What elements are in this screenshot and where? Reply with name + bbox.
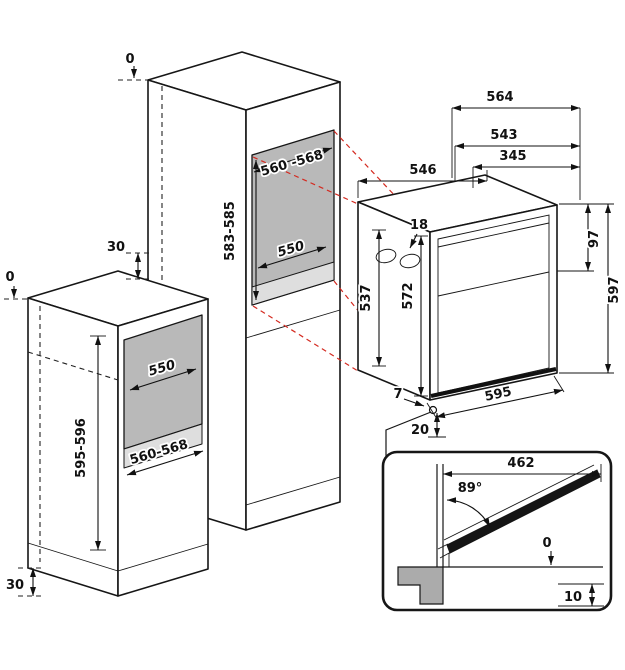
tall-niche-depth-arrow (257, 246, 327, 269)
dim-base-bottom-clearance: 30 (6, 578, 24, 593)
dim-detail-door-angle: 89° (458, 481, 483, 496)
dim-oven-front-gap: 7 (393, 387, 402, 402)
dim-base-niche-height: 595-596 (74, 418, 89, 478)
base-cabinet (27, 270, 209, 597)
base-cabinet-hidden-edge-floor (27, 351, 119, 381)
oven (357, 174, 558, 415)
dim-oven-width-top: 546 (409, 163, 436, 178)
base-cabinet-plinth-line (117, 543, 209, 572)
detail-hinge-line-1 (437, 543, 449, 550)
tall-cabinet-shelf-line (245, 309, 341, 339)
detail-open-door (446, 469, 601, 554)
dim-detail-opening-width: 462 (507, 456, 534, 471)
base-niche-depth-arrow (129, 368, 197, 391)
dim-tall-mid-clearance: 30 (107, 240, 125, 255)
oven-front-gap-arrow (403, 398, 425, 407)
base-cabinet-side-face (27, 297, 119, 597)
dim-oven-height-total: 597 (607, 276, 622, 303)
oven-door-face (429, 204, 558, 401)
dim-tall-top-gap: 0 (125, 52, 134, 67)
detail-hinge-line-2 (439, 551, 452, 559)
dim-detail-bottom-gap: 10 (564, 590, 582, 605)
oven-width-bottom-arrow (435, 388, 564, 419)
oven-dimensions: 564 543 345 546 18 97 597 537 572 7 (357, 88, 624, 440)
dim-detail-flush-gap: 0 (542, 536, 551, 551)
projection-line-bottom-back (252, 305, 359, 372)
door-detail-inset: 89° 462 0 10 (381, 450, 613, 612)
dim-oven-height-front: 572 (401, 282, 416, 309)
dim-tall-niche-height: 583-585 (223, 201, 238, 261)
tall-niche-width-arrow (253, 147, 333, 173)
dim-oven-top-height: 97 (587, 230, 602, 248)
base-niche-width-arrow (126, 450, 204, 476)
dim-oven-bottom-clearance: 20 (411, 423, 429, 438)
detail-inset-border (381, 450, 613, 612)
dim-oven-panel-offset: 18 (410, 218, 428, 233)
dim-base-top-gap: 0 (5, 270, 14, 285)
dim-oven-height-rear: 537 (359, 284, 374, 311)
oven-door-frame (437, 214, 550, 394)
dim-oven-depth-body: 543 (490, 128, 517, 143)
detail-door-inner-edge (443, 464, 595, 541)
oven-door-glass-line (437, 271, 550, 297)
tall-cabinet-plinth-line (245, 476, 341, 506)
detail-angle-arc (446, 497, 491, 528)
dim-oven-depth-total: 564 (486, 90, 513, 105)
base-cabinet-plinth-side-line (27, 542, 119, 572)
dim-oven-depth-top: 345 (499, 149, 526, 164)
tall-niche-floor (251, 261, 335, 306)
oven-control-panel-line (437, 222, 550, 248)
